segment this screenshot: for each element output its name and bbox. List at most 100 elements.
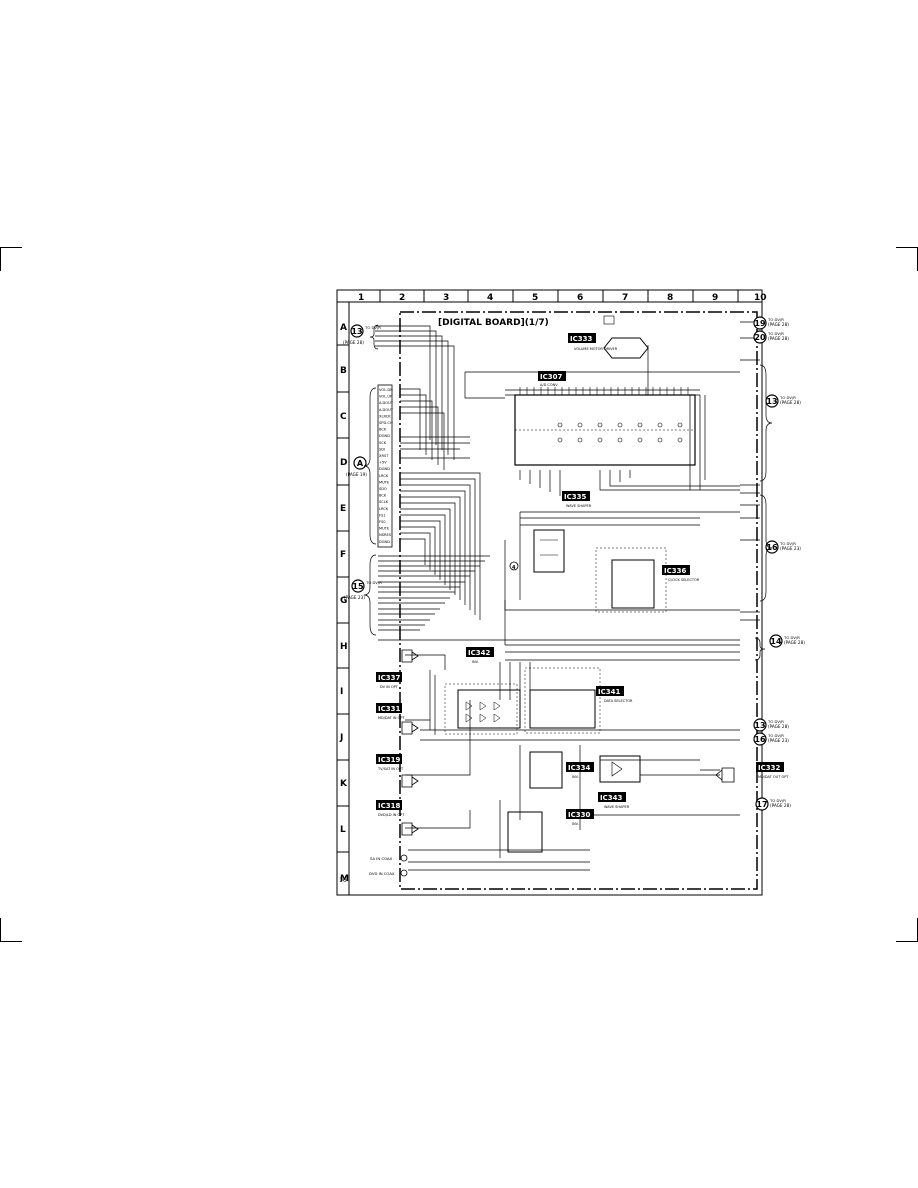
page-ref-circle	[753, 316, 767, 330]
column-label: 4	[487, 293, 493, 303]
connector-a-pin-label: DGND	[379, 434, 390, 438]
ic342-body	[444, 683, 521, 735]
page-ref-circle	[753, 330, 767, 344]
page-ref-to: TO DV/R	[779, 395, 796, 400]
page-ref-circle	[755, 797, 769, 811]
ic333-body	[603, 315, 649, 359]
connector-a	[377, 384, 393, 548]
connector-a-pin-label: MUTE	[379, 527, 390, 531]
page-ref-to: TO DV/R	[767, 331, 784, 336]
row-dividers	[337, 344, 349, 853]
optical-input-symbols	[401, 649, 419, 836]
frame-border	[336, 289, 763, 896]
page-ref-page: (PAGE 28)	[770, 803, 791, 808]
connector-a-pin-label: +5V	[379, 461, 387, 465]
ic319-desc: TV/SAT IN OPT	[377, 767, 404, 771]
row-label: M	[340, 874, 349, 884]
row-label: E	[340, 504, 346, 514]
ic341-label: IC341	[598, 688, 620, 696]
connector-a-pin-label: XLRCK	[379, 414, 391, 418]
page-ref-page: (PAGE 23)	[780, 546, 801, 551]
page-ref-to: TO DV/R	[769, 798, 786, 803]
page-ref-circle	[353, 456, 367, 470]
ic343-label: IC343	[600, 794, 622, 802]
page-ref-number: 16	[754, 735, 766, 744]
crop-mark	[896, 941, 918, 942]
page-ref-to: TO DV/R	[783, 635, 800, 640]
page-ref-number: 15	[352, 582, 364, 591]
brace-left-15	[363, 554, 377, 636]
page-ref-number: 16	[766, 543, 778, 552]
page-ref-number: 13	[754, 721, 765, 730]
connector-a-pin-label: FS0	[379, 520, 386, 524]
ic319-label: IC319	[378, 756, 400, 764]
ic337-desc: DV IN OPT	[380, 685, 399, 689]
dvd-in-coax-label: DVD IN COAX	[369, 871, 395, 876]
brace-right-14	[754, 637, 766, 661]
ic333-desc: VOLUME MOTOR DRIVER	[574, 347, 618, 351]
page-ref-page: (PAGE 28)	[768, 336, 789, 341]
connector-a-pin-label: VOL.DN	[379, 388, 393, 392]
connector-a-pin-label: SDO	[379, 487, 387, 491]
row-label: B	[340, 366, 347, 376]
page-ref-circle	[753, 718, 767, 732]
ic336-desc: CLOCK SELECTOR	[668, 578, 700, 582]
brace-right-16	[759, 494, 773, 602]
ic342-desc: INV.	[472, 660, 479, 664]
ic318-desc: DVD/LD IN OPT	[378, 813, 405, 817]
ic330-body	[507, 811, 543, 853]
page-ref-to: TO DV/R	[767, 733, 784, 738]
coax-jack-dvd	[400, 869, 408, 877]
ic335-desc: WAVE SHAPER	[566, 504, 592, 508]
page-ref-number: 13	[766, 397, 777, 406]
ic331-label: IC331	[378, 705, 400, 713]
connector-a-pin-label: FS1	[379, 513, 386, 517]
connector-a-pin-label: SPD.CH	[379, 421, 393, 425]
wiring	[375, 321, 760, 871]
ic341-desc: DATA SELECTOR	[604, 699, 633, 703]
page-ref-page: (PAGE 23)	[768, 738, 789, 743]
page-ref-page: (PAGE 28)	[780, 400, 801, 405]
page-ref-page: (PAGE 28)	[343, 340, 364, 345]
ic333-label: IC333	[570, 335, 592, 343]
ic334-label: IC334	[568, 764, 590, 772]
board-title: [DIGITAL BOARD](1/7)	[438, 318, 549, 328]
page-ref-number: 14	[770, 637, 782, 646]
connector-a-pin-label: XRST	[379, 454, 389, 458]
page-ref-number: 20	[754, 333, 766, 342]
ic341-body	[524, 667, 601, 734]
column-dividers	[379, 290, 739, 302]
connector-a-pin-label: MUTE	[379, 480, 390, 484]
connector-a-pin-label: BCK	[379, 428, 387, 432]
column-label: 6	[577, 293, 583, 303]
crop-mark	[0, 247, 1, 271]
row-label: K	[340, 779, 348, 789]
connector-a-pin-label: SCK	[379, 441, 387, 445]
row-label: H	[340, 642, 348, 652]
ic307-body	[514, 387, 696, 466]
connector-a-pin-label: BCK	[379, 494, 387, 498]
ic318-label: IC318	[378, 802, 400, 810]
ic307-label: IC307	[540, 373, 562, 381]
page-ref-page: (PAGE 28)	[768, 322, 789, 327]
ic331-desc: MD/DAT IN OPT	[378, 716, 406, 720]
page-ref-page: (PAGE 28)	[784, 640, 805, 645]
column-label: 1	[358, 293, 364, 303]
column-label: 9	[712, 293, 718, 303]
page-ref-circle	[753, 732, 767, 746]
row-label: A	[340, 323, 347, 333]
row-label: D	[340, 458, 347, 468]
row-label: I	[340, 687, 343, 697]
row-label: L	[340, 825, 346, 835]
connector-a-pin-label: A.DOUT	[379, 401, 394, 405]
sa-in-coax-label: SA IN COAX	[370, 856, 393, 861]
ic332-desc: MD/DAT OUT OPT	[758, 775, 789, 779]
row-label: J	[339, 733, 343, 743]
page-ref-number: 17	[756, 800, 767, 809]
page-ref-to: TO DV/R	[364, 325, 381, 330]
crop-mark	[0, 918, 1, 942]
connector-a-pin-label: DGND	[379, 540, 390, 544]
ic332-body	[715, 767, 735, 783]
brace-right-13	[759, 364, 773, 482]
